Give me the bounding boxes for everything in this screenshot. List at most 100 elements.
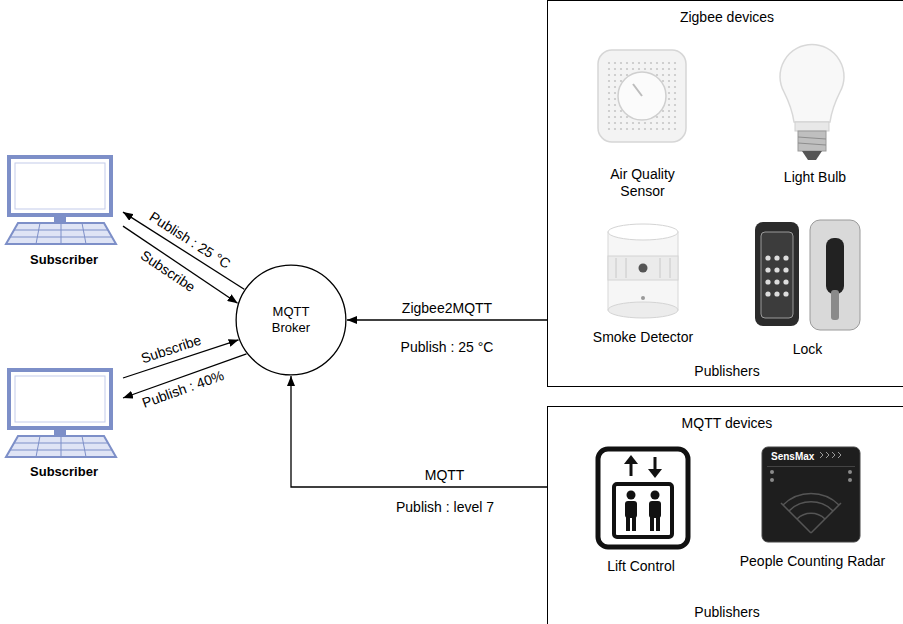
node-label: Lift Control — [607, 558, 675, 575]
edge-label: Zigbee2MQTT — [402, 300, 492, 316]
connector-arrow — [123, 226, 238, 303]
lift-control-icon — [648, 469, 662, 478]
people-counting-radar-picture — [820, 452, 823, 458]
group-footer: Publishers — [694, 604, 759, 621]
door-lock-picture — [761, 232, 793, 318]
device-group-box: MQTT devicesPublishers Lift Control People… — [547, 406, 903, 624]
door-lock-picture — [826, 238, 844, 294]
edge-label: MQTT — [425, 467, 465, 483]
connector-arrow — [123, 212, 244, 289]
computer-icon — [61, 436, 62, 457]
smoke-detector-picture — [608, 256, 678, 280]
light-bulb-picture — [795, 122, 829, 131]
lift-control-icon — [624, 455, 638, 464]
light-bulb-picture — [798, 131, 826, 151]
people-counting-radar-picture — [797, 513, 825, 519]
door-lock-picture — [765, 255, 770, 260]
connector-arrow — [123, 340, 239, 378]
people-counting-radar-picture — [770, 470, 774, 474]
light-bulb-picture — [798, 137, 826, 139]
smoke-detector-picture — [670, 258, 671, 278]
lift-control-icon — [598, 449, 688, 547]
computer-icon — [6, 370, 116, 457]
lift-control-icon — [627, 491, 636, 500]
message-label: Publish : level 7 — [396, 499, 494, 515]
smoke-detector-picture — [608, 224, 678, 318]
node-label: Light Bulb — [784, 169, 846, 186]
smoke-detector-picture — [641, 296, 645, 300]
computer-icon — [6, 157, 116, 244]
computer-icon — [61, 223, 62, 244]
air-quality-sensor-picture — [598, 50, 686, 142]
people-counting-radar-picture — [832, 452, 835, 458]
computer-icon — [9, 157, 111, 215]
node-label: Lock — [793, 341, 823, 358]
air-quality-sensor-picture — [606, 58, 678, 134]
computer-icon — [9, 370, 111, 428]
people-counting-radar-picture — [767, 466, 855, 467]
device-group-box: Zigbee devicesPublishersAir Quality Sens… — [547, 0, 903, 387]
group-footer: Publishers — [694, 363, 759, 380]
group-title: MQTT devices — [682, 415, 773, 432]
connector-arrow — [123, 354, 247, 398]
lift-control-icon — [632, 516, 636, 531]
air-quality-sensor-picture — [618, 72, 666, 120]
edge-label: Subscribe — [138, 247, 199, 295]
people-counting-radar-picture — [826, 452, 829, 458]
smoke-detector-picture — [608, 224, 678, 240]
node-label: People Counting Radar — [740, 553, 886, 570]
edge-label: Publish : 40% — [140, 368, 226, 412]
device-item: Lift Control — [590, 442, 692, 577]
people-counting-radar-picture — [838, 452, 841, 458]
circle-outline — [236, 265, 346, 375]
door-lock-picture — [765, 267, 770, 272]
node-label: Subscriber — [30, 464, 98, 480]
edge-label: Publish : 25 °C — [147, 209, 234, 272]
people-counting-radar-picture — [781, 503, 811, 533]
smoke-detector-picture — [608, 302, 678, 318]
node-label: MQTT Broker — [255, 304, 327, 335]
computer-icon — [54, 215, 66, 222]
door-lock-picture — [774, 255, 779, 260]
brand-text: SensMax — [771, 451, 814, 463]
door-lock-picture — [783, 267, 788, 272]
device-item: People Counting Radar — [735, 442, 890, 572]
light-bulb-picture — [798, 143, 826, 145]
smoke-detector-picture — [660, 258, 661, 278]
lift-control-icon — [651, 491, 660, 500]
door-lock-picture — [783, 291, 788, 296]
door-lock-picture — [774, 267, 779, 272]
computer-icon — [36, 436, 40, 457]
subscriber-computer: Subscriber — [5, 148, 123, 270]
people-counting-radar-picture — [770, 478, 774, 482]
device-item: Lock — [750, 215, 865, 360]
node-label: Air Quality Sensor — [592, 166, 693, 200]
device-item: Air Quality Sensor — [590, 42, 695, 202]
computer-icon — [15, 163, 105, 209]
smoke-detector-picture — [616, 258, 617, 278]
lift-control-icon — [625, 501, 637, 518]
door-lock-picture — [774, 279, 779, 284]
people-counting-radar-picture — [848, 470, 852, 474]
connector-arrow — [291, 376, 547, 487]
node-label: Subscriber — [30, 252, 98, 268]
door-lock-picture — [783, 255, 788, 260]
lift-control-icon — [656, 516, 660, 531]
air-quality-sensor-picture — [633, 84, 642, 96]
light-bulb-picture — [780, 45, 844, 122]
lift-control-icon — [626, 516, 630, 531]
smoke-detector-picture — [639, 264, 648, 273]
people-counting-radar-picture — [848, 478, 852, 482]
people-counting-radar-picture — [762, 447, 860, 542]
door-lock-picture — [755, 222, 799, 326]
door-lock-picture — [755, 220, 860, 330]
device-item: Light Bulb — [765, 38, 865, 188]
air-quality-sensor-picture — [598, 50, 686, 142]
door-lock-picture — [774, 291, 779, 296]
smoke-detector-picture — [608, 232, 678, 310]
computer-icon — [82, 223, 86, 244]
lift-control-icon — [614, 484, 672, 537]
door-lock-picture — [765, 291, 770, 296]
